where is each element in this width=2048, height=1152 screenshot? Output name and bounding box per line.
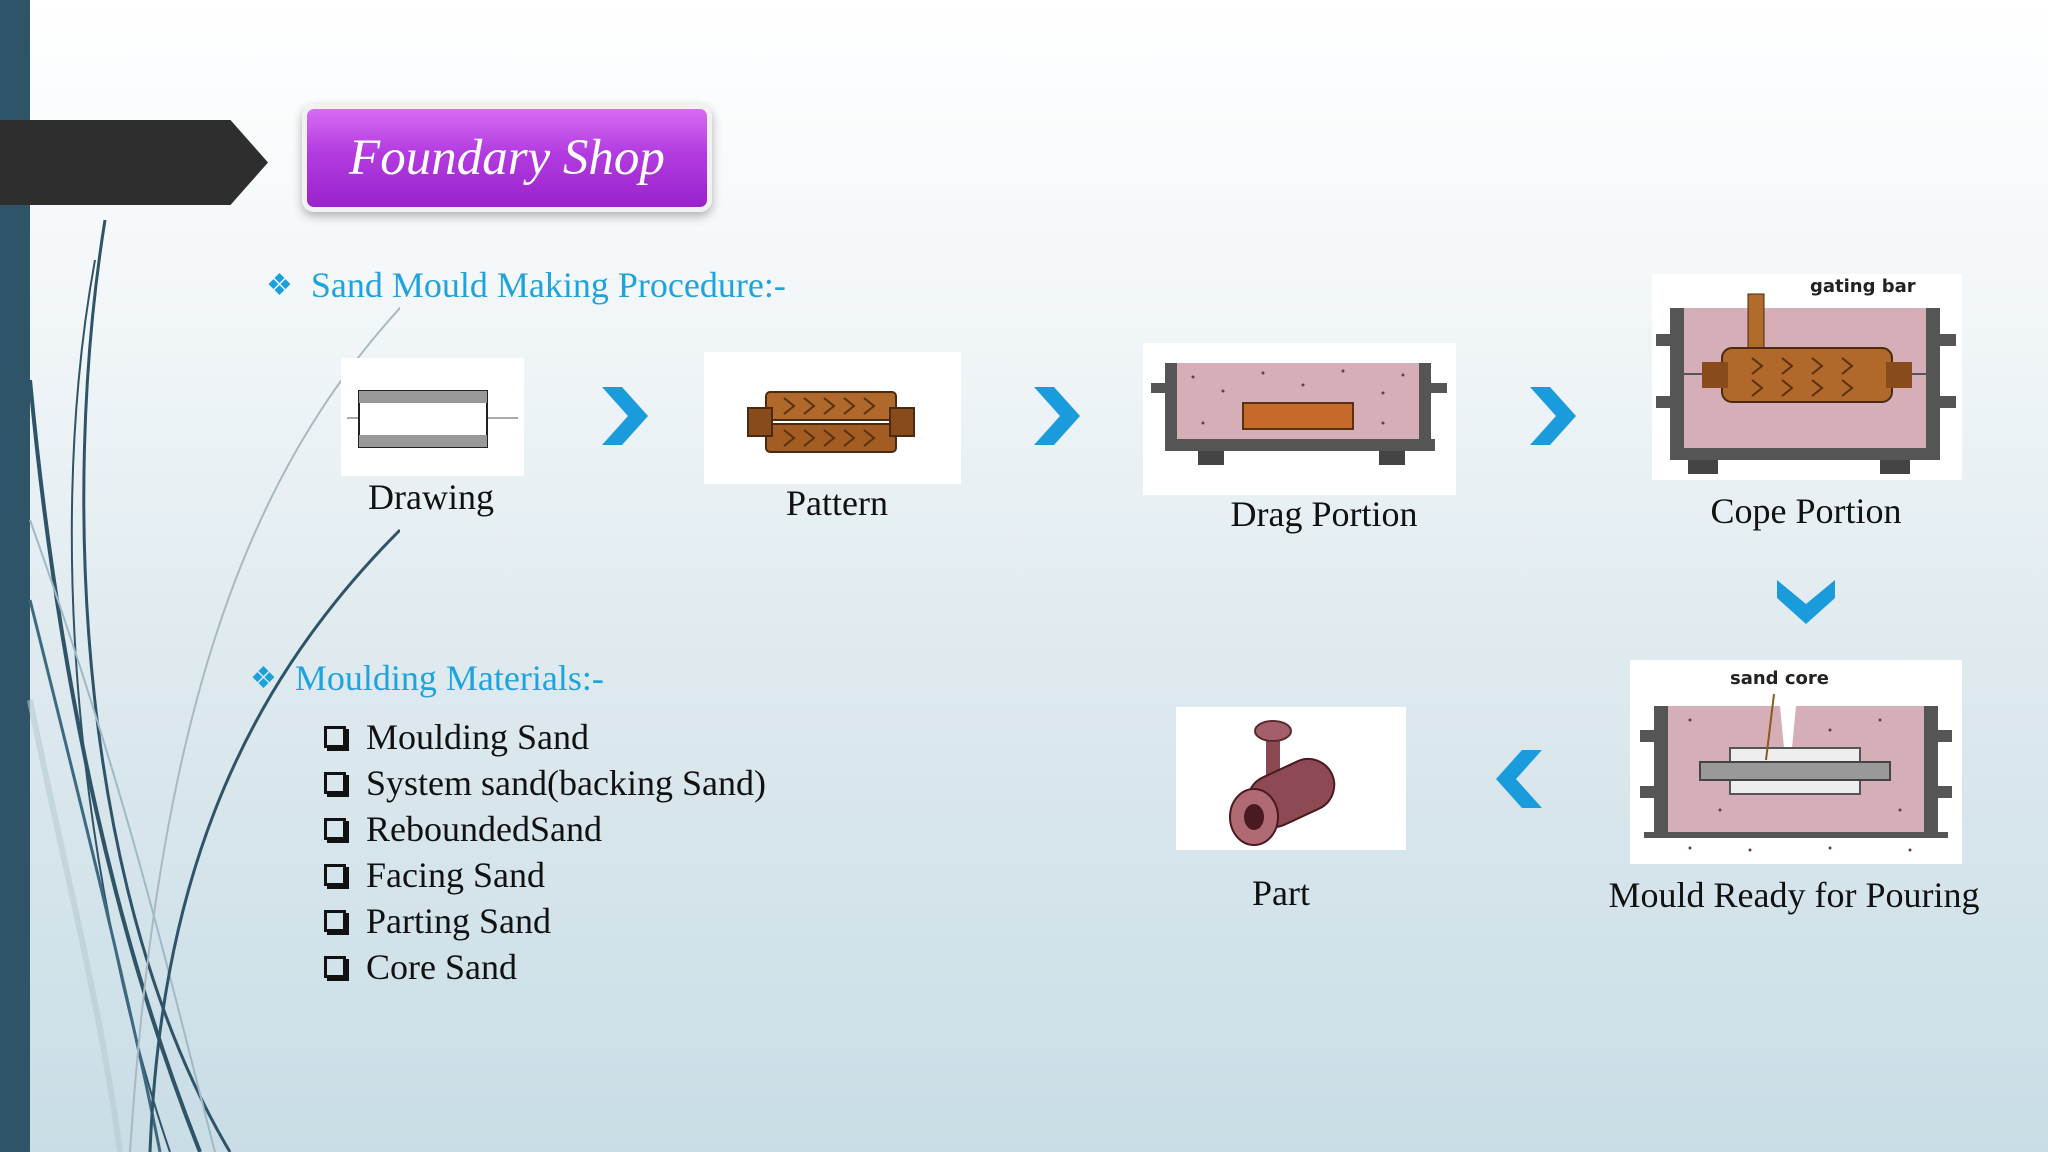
drag-mould-image	[1143, 343, 1456, 495]
material-item-text: System sand(backing Sand)	[366, 763, 766, 803]
material-item-text: Parting Sand	[366, 901, 551, 941]
procedure-heading-text: Sand Mould Making Procedure:-	[310, 265, 786, 305]
checkbox-icon	[324, 818, 346, 840]
list-item: ReboundedSand	[324, 806, 766, 852]
diamond-cluster-icon: ❖	[250, 661, 277, 695]
material-item-text: ReboundedSand	[366, 809, 602, 849]
ready-mould-image: sand core	[1630, 660, 1962, 864]
wooden-pattern-image	[704, 352, 961, 484]
list-item: Core Sand	[324, 944, 766, 990]
list-item: System sand(backing Sand)	[324, 760, 766, 806]
gating-bar-caption: gating bar	[1810, 276, 1916, 297]
materials-heading-text: Moulding Materials:-	[294, 658, 604, 698]
materials-list: Moulding Sand System sand(backing Sand) …	[324, 714, 766, 990]
list-item: Moulding Sand	[324, 714, 766, 760]
step-label-drawing: Drawing	[368, 477, 494, 517]
step-label-pattern: Pattern	[786, 483, 888, 523]
material-item-text: Core Sand	[366, 947, 517, 987]
chevron-down-icon	[1777, 580, 1835, 624]
material-item-text: Facing Sand	[366, 855, 545, 895]
chevron-right-icon	[1034, 387, 1080, 445]
step-label-mould-ready: Mould Ready for Pouring	[1608, 875, 1980, 915]
step-label-drag-portion: Drag Portion	[1230, 494, 1418, 534]
chevron-right-icon	[1530, 387, 1576, 445]
chevron-right-icon	[602, 387, 648, 445]
step-label-cope-portion: Cope Portion	[1710, 491, 1902, 531]
procedure-heading: ❖ Sand Mould Making Procedure:-	[266, 264, 786, 306]
diamond-cluster-icon: ❖	[266, 268, 293, 302]
checkbox-icon	[324, 956, 346, 978]
checkbox-icon	[324, 772, 346, 794]
material-item-text: Moulding Sand	[366, 717, 590, 757]
checkbox-icon	[324, 864, 346, 886]
cast-part-image	[1176, 707, 1406, 850]
sand-core-caption: sand core	[1730, 668, 1829, 689]
step-label-part: Part	[1252, 873, 1310, 913]
list-item: Facing Sand	[324, 852, 766, 898]
title-banner: Foundary Shop	[302, 104, 712, 212]
chevron-left-icon	[1496, 750, 1542, 808]
checkbox-icon	[324, 726, 346, 748]
materials-heading: ❖ Moulding Materials:-	[250, 657, 604, 699]
cope-mould-image: gating bar	[1652, 274, 1962, 480]
drawing-sketch-image	[341, 358, 524, 476]
title-pentagon-marker	[0, 120, 268, 205]
slide-title: Foundary Shop	[349, 130, 665, 186]
list-item: Parting Sand	[324, 898, 766, 944]
checkbox-icon	[324, 910, 346, 932]
decorative-swoosh	[27, 219, 400, 1152]
